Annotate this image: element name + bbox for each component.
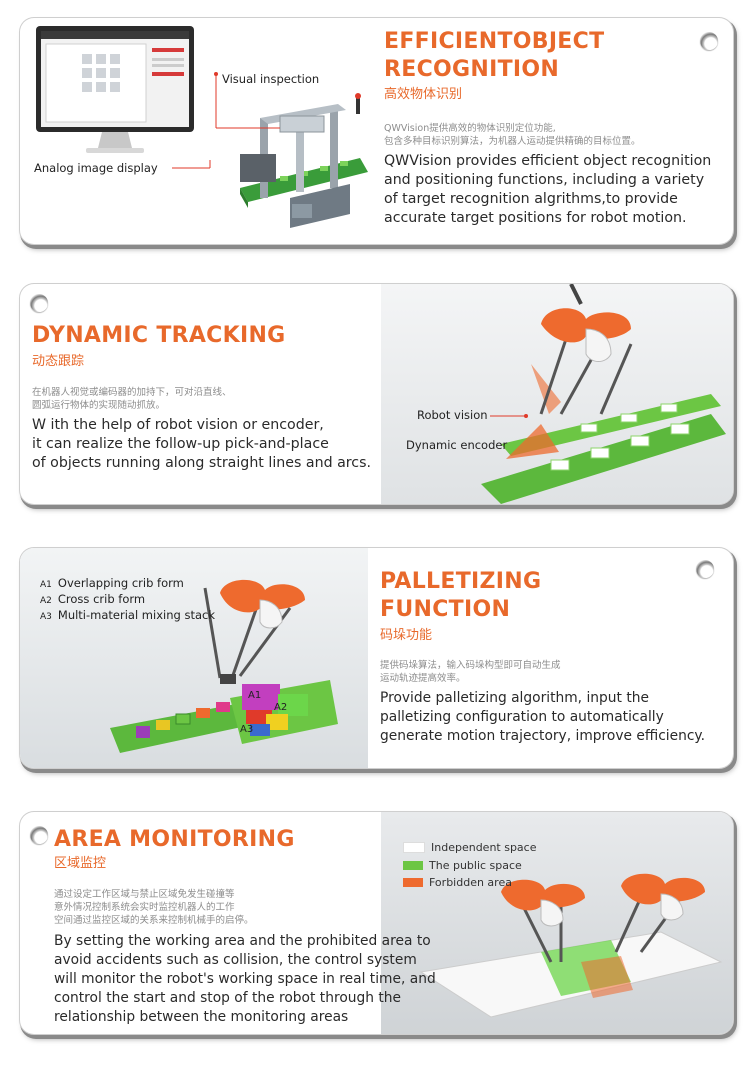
card-cn-description: 在机器人视觉或编码器的加持下，可对沿直线、 圆弧运行物体的实现随动抓放。 xyxy=(32,386,232,412)
cn-line: 提供码垛算法，输入码垛构型即可自动生成 xyxy=(380,660,561,671)
en-line: accurate target positions for robot moti… xyxy=(384,210,687,226)
legend-label: Independent space xyxy=(431,841,537,854)
card-palletizing: A1 Overlapping crib form A2 Cross crib for… xyxy=(20,548,733,768)
cn-line: 在机器人视觉或编码器的加持下，可对沿直线、 xyxy=(32,387,232,398)
card-title: PALLETIZING FUNCTION xyxy=(380,568,541,624)
legend-swatch xyxy=(403,878,423,887)
en-line: Provide palletizing algorithm, input the xyxy=(380,690,649,706)
card-title: DYNAMIC TRACKING xyxy=(32,323,286,348)
card-object-recognition: Visual inspection Analog image display E… xyxy=(20,18,733,244)
callout-leader-visual xyxy=(214,72,280,129)
card-title-cn: 高效物体识别 xyxy=(384,87,463,102)
en-line: control the start and stop of the robot … xyxy=(54,990,402,1006)
en-line: By setting the working area and the proh… xyxy=(54,933,431,949)
title-line: RECOGNITION xyxy=(384,57,560,82)
en-line: and positioning functions, including a v… xyxy=(384,172,705,188)
card-cn-description: 通过设定工作区域与禁止区域免发生碰撞等 意外情况控制系统会实时监控机器人的工作 … xyxy=(54,888,254,927)
legend-swatch xyxy=(403,842,425,853)
crib-form-label: Cross crib form xyxy=(57,592,146,606)
box-label-a1: A1 xyxy=(248,690,262,701)
en-line: palletizing configuration to automatical… xyxy=(380,709,664,725)
area-monitoring-photo xyxy=(381,812,733,1034)
inspection-machine-illustration xyxy=(240,93,368,228)
en-line: will monitor the robot's working space i… xyxy=(54,971,436,987)
callout-analog-image-display: Analog image display xyxy=(34,161,158,175)
dynamic-tracking-photo xyxy=(381,284,733,504)
crib-form-label: Multi-material mixing stack xyxy=(57,608,215,622)
card-title-cn: 区域监控 xyxy=(54,856,107,871)
card-title: EFFICIENTOBJECT RECOGNITION xyxy=(384,28,604,84)
crib-form-id: A3 xyxy=(40,612,52,622)
legend-item: The public space xyxy=(403,859,522,872)
card-en-description: W ith the help of robot vision or encode… xyxy=(32,416,371,473)
en-line: of target recognition algrithms,to provi… xyxy=(384,191,678,207)
en-line: generate motion trajectory, improve effi… xyxy=(380,728,706,744)
card-cn-description: 提供码垛算法，输入码垛构型即可自动生成 运动轨迹提高效率。 xyxy=(380,659,561,685)
card-en-description: QWVision provides efficient object recog… xyxy=(384,152,711,228)
title-line: FUNCTION xyxy=(380,597,511,622)
cn-line: 空间通过监控区域的关系来控制机械手的启停。 xyxy=(54,915,254,926)
crib-form-label: Overlapping crib form xyxy=(57,576,184,590)
box-label-a3: A3 xyxy=(240,724,254,735)
ring-hole-icon xyxy=(30,294,48,312)
en-line: of objects running along straight lines … xyxy=(32,455,372,471)
callout-dynamic-encoder: Dynamic encoder xyxy=(406,438,508,452)
card-en-description: By setting the working area and the proh… xyxy=(54,932,436,1027)
card-area-monitoring: Independent space The public space Forbi… xyxy=(20,812,733,1034)
card-title-cn: 动态跟踪 xyxy=(32,354,85,369)
legend-swatch xyxy=(403,861,423,870)
monitor-illustration xyxy=(36,26,194,153)
callout-leader-robot-vision xyxy=(490,414,528,418)
legend-label: The public space xyxy=(429,859,522,872)
card-dynamic-tracking: Robot vision Dynamic encoder DYNAMIC TRA… xyxy=(20,284,733,504)
en-line: relationship between the monitoring area… xyxy=(54,1009,349,1025)
ring-hole-icon xyxy=(30,826,48,844)
callout-robot-vision: Robot vision xyxy=(417,408,488,422)
crib-form-item: A3 Multi-material mixing stack xyxy=(40,608,215,622)
en-line: QWVision provides efficient object recog… xyxy=(384,153,712,169)
ring-hole-icon xyxy=(696,560,714,578)
crib-form-item: A2 Cross crib form xyxy=(40,592,145,606)
crib-form-id: A2 xyxy=(40,596,52,606)
cn-line: 运动轨迹提高效率。 xyxy=(380,673,466,684)
callout-visual-inspection: Visual inspection xyxy=(222,72,320,86)
card-en-description: Provide palletizing algorithm, input the… xyxy=(380,689,705,746)
en-line: it can realize the follow-up pick-and-pl… xyxy=(32,436,329,452)
callout-leader-analog xyxy=(172,160,211,169)
card-title-cn: 码垛功能 xyxy=(380,628,433,643)
cn-line: QWVision提供高效的物体识别定位功能, xyxy=(384,123,556,134)
card-title: AREA MONITORING xyxy=(54,827,295,852)
legend-label: Forbidden area xyxy=(429,876,512,889)
cn-line: 圆弧运行物体的实现随动抓放。 xyxy=(32,400,166,411)
cn-line: 意外情况控制系统会实时监控机器人的工作 xyxy=(54,902,235,913)
ring-hole-icon xyxy=(700,32,718,50)
legend-item: Forbidden area xyxy=(403,876,512,889)
box-label-a2: A2 xyxy=(274,702,288,713)
title-line: PALLETIZING xyxy=(380,569,542,594)
en-line: W ith the help of robot vision or encode… xyxy=(32,417,324,433)
card-cn-description: QWVision提供高效的物体识别定位功能, 包含多种目标识别算法，为机器人运动… xyxy=(384,122,641,148)
crib-form-id: A1 xyxy=(40,580,52,590)
en-line: avoid accidents such as collision, the c… xyxy=(54,952,417,968)
palletizing-photo xyxy=(20,548,368,768)
cn-line: 包含多种目标识别算法，为机器人运动提供精确的目标位置。 xyxy=(384,136,641,147)
crib-form-item: A1 Overlapping crib form xyxy=(40,576,184,590)
title-line: EFFICIENTOBJECT xyxy=(384,29,605,54)
cn-line: 通过设定工作区域与禁止区域免发生碰撞等 xyxy=(54,889,235,900)
legend-item: Independent space xyxy=(403,841,537,854)
